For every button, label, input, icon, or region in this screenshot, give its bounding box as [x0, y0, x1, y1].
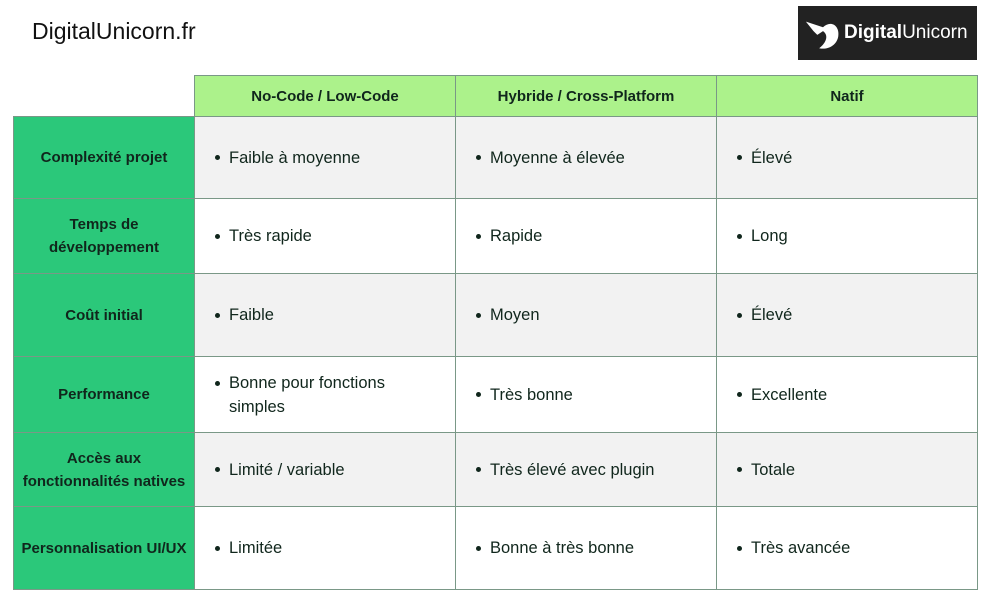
table-cell: Très élevé avec plugin [455, 432, 717, 507]
site-name: DigitalUnicorn.fr [32, 18, 196, 44]
row-header: Coût initial [13, 273, 195, 357]
table-cell: Très rapide [194, 198, 456, 274]
row-header: Complexité projet [13, 116, 195, 199]
table-row: Personnalisation UI/UX Limitée Bonne à t… [13, 506, 978, 590]
row-header: Accès aux fonctionnalités natives [13, 432, 195, 507]
table-cell: Élevé [716, 273, 978, 357]
corner-cell [13, 75, 195, 117]
table-cell: Totale [716, 432, 978, 507]
table-cell: Moyen [455, 273, 717, 357]
logo-text-bold: Digital [844, 22, 903, 43]
table-cell: Moyenne à élevée [455, 116, 717, 199]
col-header-nocode: No-Code / Low-Code [194, 75, 456, 117]
row-header: Performance [13, 356, 195, 433]
table-cell: Très bonne [455, 356, 717, 433]
table-cell: Rapide [455, 198, 717, 274]
table-row: Accès aux fonctionnalités natives Limité… [13, 432, 978, 507]
table-cell: Excellente [716, 356, 978, 433]
table-cell: Très avancée [716, 506, 978, 590]
col-header-hybrid: Hybride / Cross-Platform [455, 75, 717, 117]
table-row: Coût initial Faible Moyen Élevé [13, 273, 978, 357]
table-cell: Long [716, 198, 978, 274]
table-cell: Limitée [194, 506, 456, 590]
table-cell: Bonne pour fonctions simples [194, 356, 456, 433]
row-header: Personnalisation UI/UX [13, 506, 195, 590]
table-cell: Faible à moyenne [194, 116, 456, 199]
unicorn-icon [805, 21, 839, 49]
table-cell: Élevé [716, 116, 978, 199]
table-row: Complexité projet Faible à moyenne Moyen… [13, 116, 978, 199]
col-header-native: Natif [716, 75, 978, 117]
comparison-table: No-Code / Low-Code Hybride / Cross-Platf… [13, 75, 978, 590]
row-header: Temps de développement [13, 198, 195, 274]
table-cell: Limité / variable [194, 432, 456, 507]
table-row: Temps de développement Très rapide Rapid… [13, 198, 978, 274]
table-row: Performance Bonne pour fonctions simples… [13, 356, 978, 433]
table-cell: Faible [194, 273, 456, 357]
table-cell: Bonne à très bonne [455, 506, 717, 590]
logo-text: Unicorn [902, 22, 968, 43]
